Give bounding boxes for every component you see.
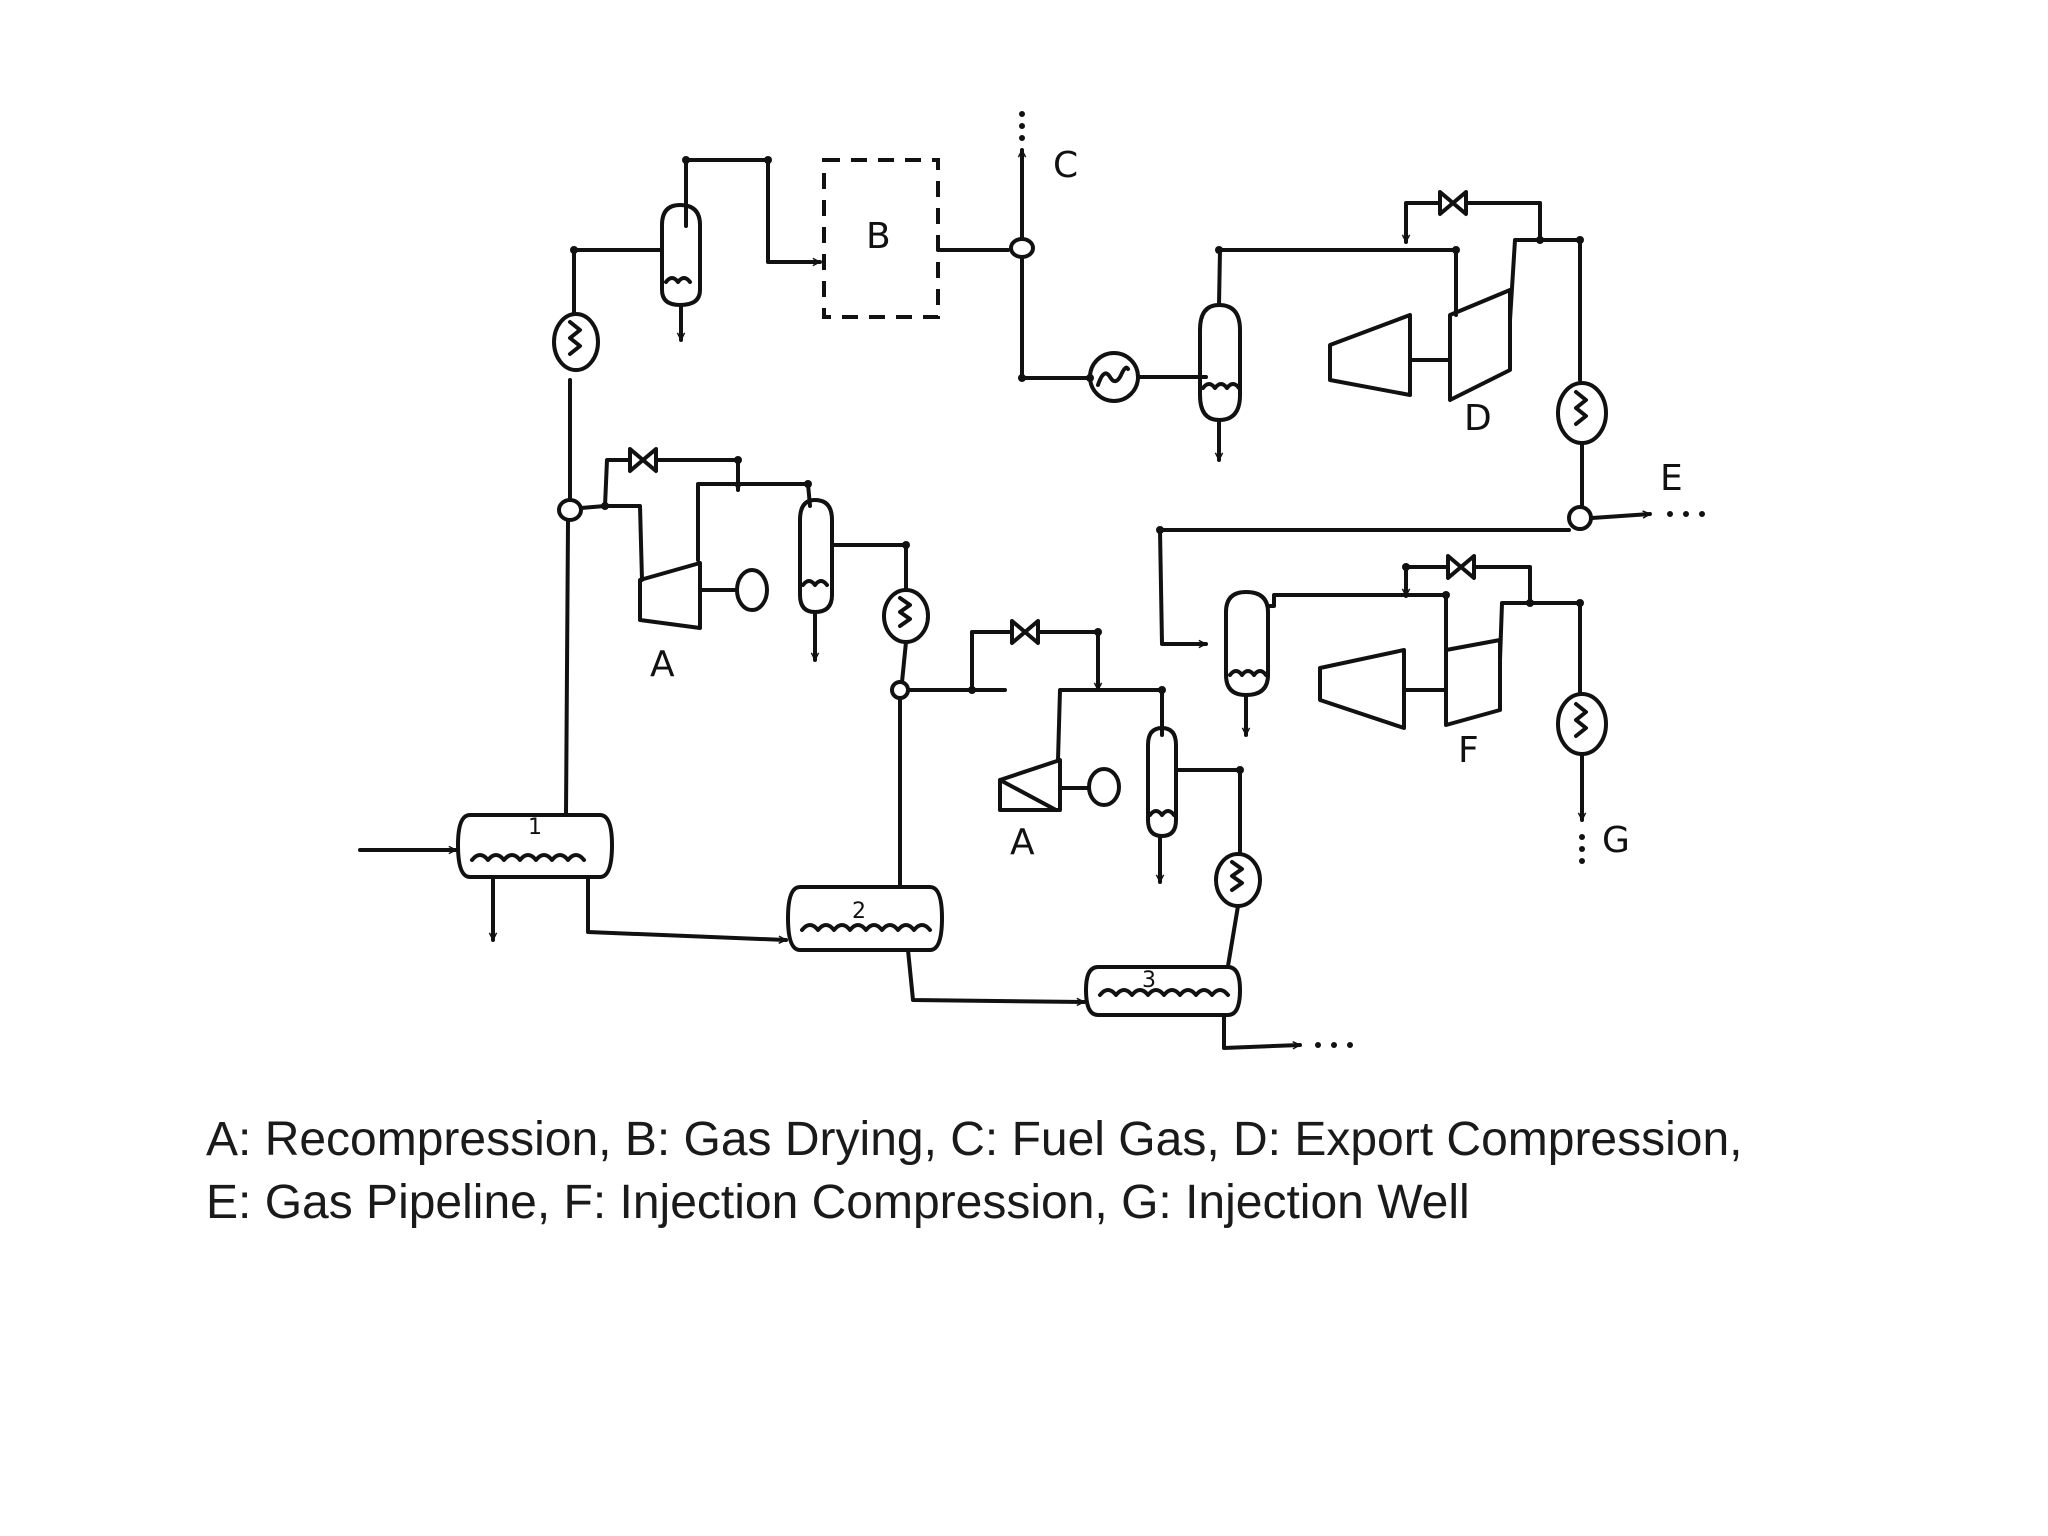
separator-1: 1 [456, 813, 614, 879]
export-compression-train: D [1020, 190, 1582, 462]
separator-1-label: 1 [528, 815, 542, 840]
pipeline-branch: E [1158, 441, 1705, 644]
junction-dots [570, 156, 1584, 774]
label-a-2: A [1010, 822, 1035, 863]
label-d: D [1464, 398, 1492, 439]
cooler-a1 [882, 588, 930, 700]
legend-line-2: E: Gas Pipeline, F: Injection Compressio… [206, 1176, 1470, 1229]
legend: A: Recompression, B: Gas Drying, C: Fuel… [206, 1108, 1986, 1234]
label-b: B [866, 216, 891, 257]
label-g: G [1602, 820, 1630, 861]
fuel-gas-branch: C [936, 111, 1078, 259]
label-e: E [1660, 458, 1683, 499]
label-f: F [1458, 730, 1479, 771]
label-a-1: A [650, 644, 675, 685]
separator-2: 2 [786, 885, 944, 952]
injection-compression-train: F [1224, 554, 1582, 771]
legend-line-1: A: Recompression, B: Gas Drying, C: Fuel… [206, 1113, 1743, 1166]
separator-3-label: 3 [1142, 968, 1156, 993]
liquid-flow-lines [358, 850, 1353, 1050]
cooler-f [1556, 692, 1608, 756]
injection-well-branch: G [1579, 752, 1630, 864]
recompression-train-2: A [898, 619, 1242, 889]
separator-2-label: 2 [852, 899, 866, 924]
cooler-1 [552, 312, 600, 372]
separator-3: 3 [1084, 965, 1242, 1017]
scrubber-1 [660, 203, 702, 342]
label-c: C [1053, 145, 1078, 186]
recompression-train-1: A [557, 447, 908, 685]
gas-drying-unit: B [822, 158, 940, 319]
cooler-d [1556, 381, 1608, 445]
cooler-a2 [1214, 852, 1262, 968]
